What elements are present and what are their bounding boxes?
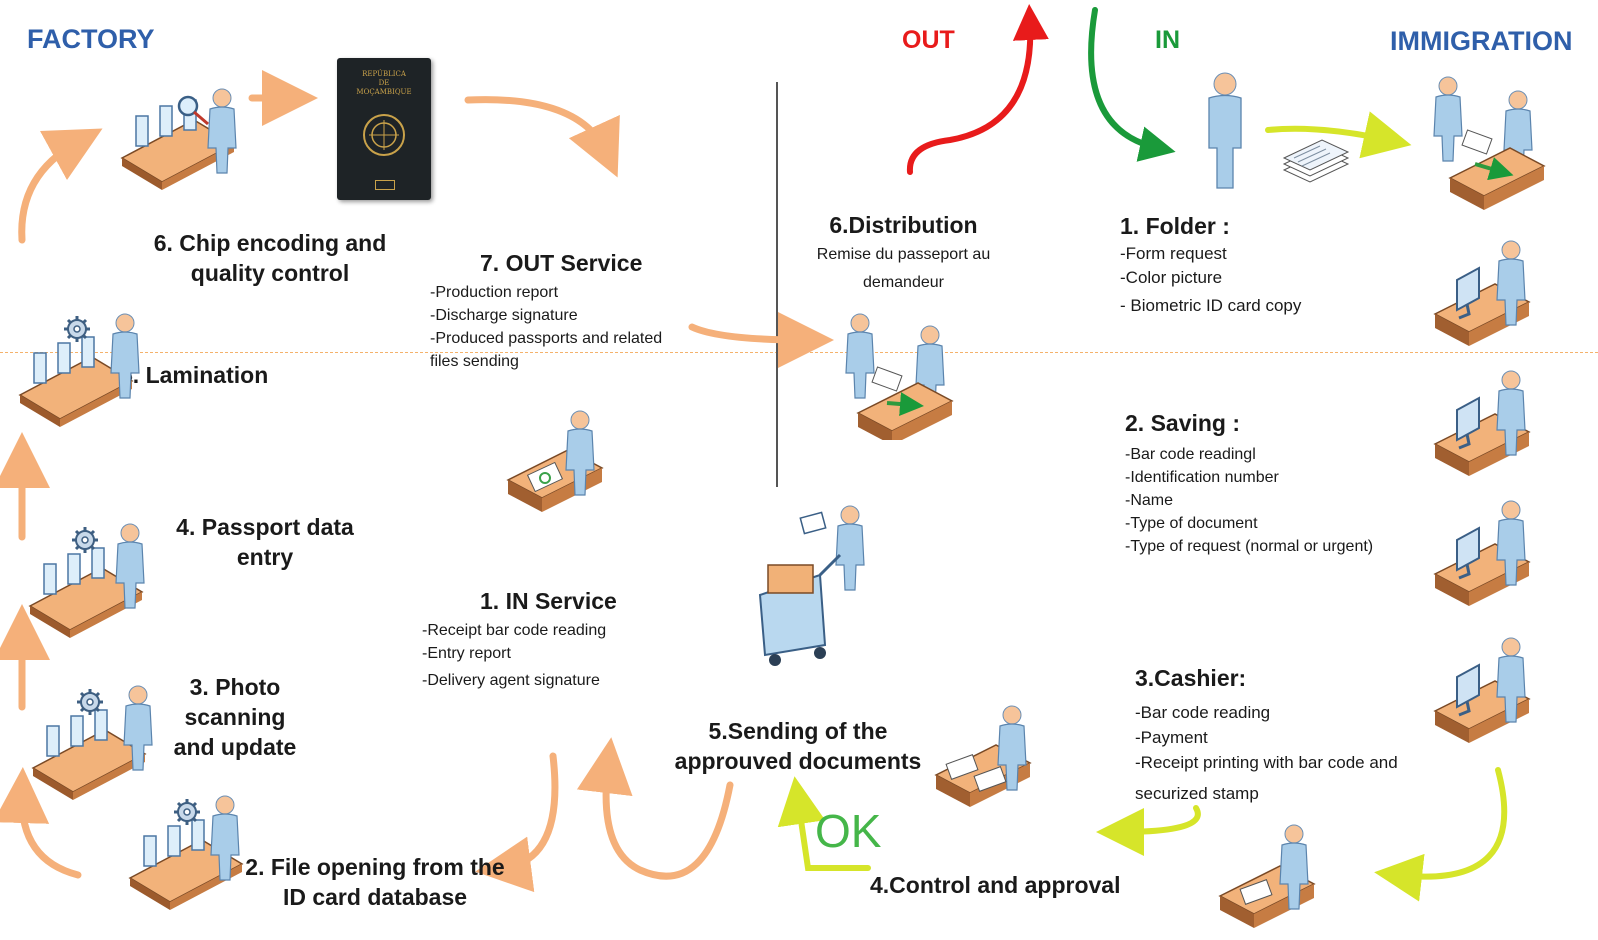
out-service-item: -Produced passports and related (430, 330, 663, 347)
zone-in: IN (1155, 26, 1180, 54)
computer-worker-icon (1434, 500, 1530, 607)
distribution-desc-line: Remise du passeport au (816, 246, 991, 263)
folder-item: - Biometric ID card copy (1120, 296, 1302, 315)
zone-out: OUT (902, 26, 955, 54)
step-lamination: 5. Lamination (120, 362, 269, 388)
section-divider (776, 82, 778, 487)
conveyor-worker-icon (19, 313, 140, 428)
cashier-item: securized stamp (1135, 784, 1259, 803)
counter-exchange-icon (845, 313, 953, 440)
out-arrow (906, 4, 1049, 175)
saving-item: -Identification number (1125, 469, 1279, 486)
cashier-block: 3.Cashier: -Bar code reading -Payment -R… (1135, 665, 1398, 806)
out-service-item: files sending (430, 353, 519, 370)
distribution-block: 6.Distribution Remise du passeport au de… (796, 212, 1011, 297)
in-arrow (1088, 7, 1176, 162)
counter-exchange-icon (1433, 76, 1545, 211)
factory-flow-arrows (0, 70, 834, 893)
folder-title: 1. Folder : (1120, 213, 1230, 239)
computer-worker-icon (1434, 370, 1530, 477)
folder-block: 1. Folder : -Form request -Color picture… (1120, 213, 1301, 318)
distribution-title: 6.Distribution (829, 212, 978, 238)
saving-item: -Bar code readingl (1125, 446, 1256, 463)
conveyor-worker-icon (121, 88, 237, 191)
in-service-item: -Entry report (422, 645, 511, 662)
saving-title: 2. Saving : (1125, 410, 1241, 436)
in-service-item: -Receipt bar code reading (422, 622, 607, 639)
writing-worker-icon (507, 410, 603, 513)
cashier-title: 3.Cashier: (1135, 665, 1247, 691)
cashier-item: -Bar code reading (1135, 703, 1271, 722)
writing-worker-icon (935, 705, 1031, 808)
immigration-flow-arrows (777, 111, 1508, 902)
cashier-item: -Receipt printing with bar code and (1135, 753, 1398, 772)
saving-block: 2. Saving : -Bar code readingl -Identifi… (1125, 410, 1373, 558)
zone-immigration: IMMIGRATION (1390, 26, 1573, 56)
computer-worker-icon (1434, 637, 1530, 744)
out-service-block: 7. OUT Service -Production report -Disch… (430, 250, 662, 373)
computer-worker-icon (1434, 240, 1530, 347)
cart-worker-icon (758, 505, 865, 666)
ok-label: OK (815, 805, 882, 857)
saving-item: -Type of request (normal or urgent) (1125, 538, 1374, 555)
saving-item: -Name (1125, 492, 1174, 509)
saving-item: -Type of document (1125, 515, 1258, 532)
documents-stack-icon (1282, 139, 1350, 183)
cashier-item: -Payment (1135, 728, 1208, 747)
in-service-title: 1. IN Service (480, 588, 617, 614)
standing-person-icon (1208, 72, 1242, 189)
out-service-item: -Discharge signature (430, 307, 578, 324)
in-service-item: -Delivery agent signature (422, 672, 600, 689)
conveyor-worker-icon (29, 523, 145, 639)
folder-item: -Form request (1120, 244, 1227, 263)
writing-worker-icon (1219, 824, 1315, 929)
folder-item: -Color picture (1120, 268, 1223, 287)
distribution-desc-line: demandeur (863, 274, 944, 291)
zone-factory: FACTORY (27, 24, 155, 54)
out-service-item: -Production report (430, 284, 559, 301)
step-control-approval: 4.Control and approval (870, 872, 1121, 898)
in-service-block: 1. IN Service -Receipt bar code reading … (422, 588, 617, 692)
conveyor-worker-icon (129, 795, 243, 911)
out-service-title: 7. OUT Service (480, 250, 643, 276)
